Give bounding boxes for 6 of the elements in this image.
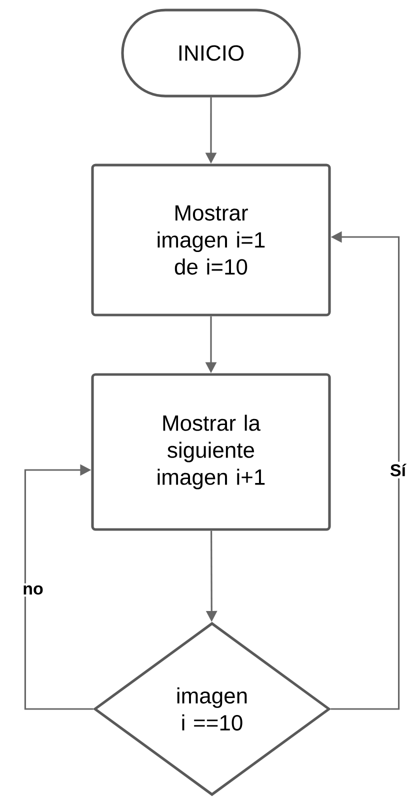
arrow [24, 464, 94, 710]
edge-label: no [20, 583, 46, 597]
process-box: Mostrar imagen i=1 de i=10 [91, 164, 331, 316]
start-terminal: INICIO [121, 8, 301, 98]
edge-label: Sí [388, 462, 408, 478]
process-box: Mostrar la siguiente imagen i+1 [91, 373, 331, 531]
